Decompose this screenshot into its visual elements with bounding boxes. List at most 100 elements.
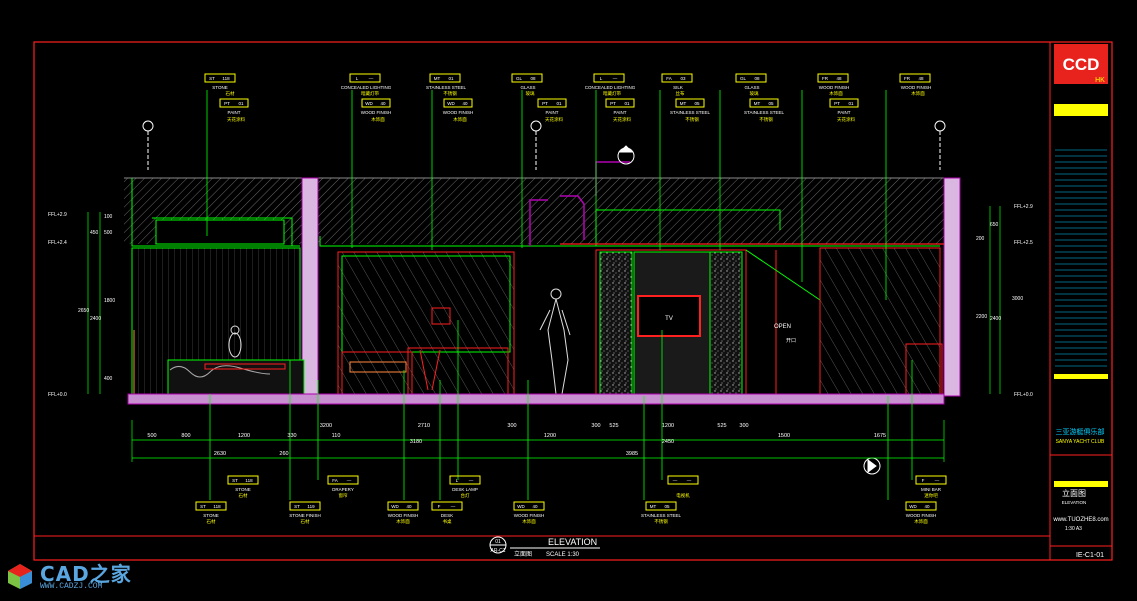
- dim: 260: [279, 451, 288, 457]
- annotation-text: —: [687, 478, 692, 483]
- annotation-text: DESK LAMP: [452, 487, 478, 492]
- tv-wall-right: [709, 251, 743, 395]
- bottom-tag-0: ST 118 STONE 石材 ST 118 STONE 石材: [195, 475, 259, 525]
- dim: 300: [507, 423, 516, 429]
- logo-text: CCD: [1063, 55, 1100, 74]
- annotation-text: 窗帘: [339, 492, 348, 499]
- annotation-text: 01: [556, 101, 562, 106]
- annotation-text: PAINT: [614, 110, 627, 115]
- bottom-leader-lines: [209, 320, 913, 500]
- annotation-text: 天花涂料: [613, 116, 631, 123]
- elevation-title: 01 AR-C1 ELEVATION 立面图 SCALE 1:30: [489, 536, 600, 558]
- annotation-text: STAINLESS STEEL: [670, 110, 710, 115]
- annotation-text: WOOD FINISH: [901, 85, 932, 90]
- annotation-text: WOOD FINISH: [361, 110, 392, 115]
- annotation-text: GLASS: [520, 85, 535, 90]
- annotation-text: GL: [516, 76, 523, 81]
- top-tag-8: FR 48 WOOD FINISH 木饰面: [899, 73, 932, 97]
- annotation-text: F: [922, 478, 925, 483]
- watermark-url: WWW.CADZJ.COM: [40, 582, 103, 591]
- dim: 525: [717, 423, 726, 429]
- annotation-text: MT: [680, 101, 687, 106]
- annotation-text: 石材: [207, 518, 216, 525]
- elevation-title-cn: 立面图: [514, 550, 532, 558]
- annotation-text: 40: [462, 101, 468, 106]
- logo-sub: HK: [1095, 77, 1105, 84]
- level-markers: FFL+2.9 FFL+2.4 FFL+0.0 FFL+2.9 FFL+2.5 …: [48, 204, 1033, 398]
- annotation-text: 119: [307, 504, 315, 509]
- bottom-tag-2: WD 40 WOOD FINISH 木饰面: [387, 501, 419, 525]
- annotation-text: 台灯: [461, 492, 470, 499]
- annotation-text: WD: [391, 504, 399, 509]
- annotation-text: ST: [200, 504, 206, 509]
- dim: 100: [104, 214, 113, 220]
- site-url: www.TUOZHE8.com: [1052, 517, 1108, 523]
- annotation-text: 木饰面: [522, 518, 536, 525]
- dim: 1200: [544, 433, 556, 439]
- annotation-text: 01: [448, 76, 454, 81]
- dim: 525: [609, 423, 618, 429]
- dim: 2650: [78, 308, 89, 314]
- annotation-text: 05: [694, 101, 700, 106]
- title-block: CCD HK 三亚游艇俱乐部 SANYA YACHT CLU: [1049, 41, 1113, 561]
- annotation-text: 03: [680, 76, 686, 81]
- annotation-text: 118: [245, 478, 253, 483]
- annotation-text: 石材: [301, 518, 310, 525]
- top-leader-lines: [206, 90, 887, 300]
- annotation-text: 木饰面: [829, 90, 843, 97]
- dim: 400: [104, 376, 113, 382]
- annotation-text: 电视机: [676, 492, 690, 499]
- dim: 1200: [662, 423, 674, 429]
- dim: 2400: [990, 316, 1001, 322]
- dims-left: 100 450 500 1800 2650 2400 400: [78, 214, 115, 382]
- top-tag-1: L — CONCEALED LIGHTING 暗藏灯带 WD 40 WOOD F…: [341, 73, 392, 123]
- annotation-text: STAINLESS STEEL: [641, 513, 681, 518]
- dim: 1500: [778, 433, 790, 439]
- grid-bubbles: [142, 120, 946, 170]
- annotation-text: 玻璃: [750, 90, 759, 97]
- annotation-text: CONCEALED LIGHTING: [585, 85, 636, 90]
- annotation-text: 不锈钢: [759, 116, 773, 123]
- watermark-text: CAD之家: [40, 562, 132, 586]
- level-left: FFL+0.0: [48, 392, 67, 398]
- annotation-text: WOOD FINISH: [906, 513, 937, 518]
- sheet-number: IE-C1-01: [1076, 552, 1104, 559]
- annotation-text: STONE: [235, 487, 250, 492]
- dims-right: 200 650 2200 3000 2400: [976, 222, 1023, 322]
- annotation-text: PT: [542, 101, 548, 106]
- annotation-text: —: [451, 504, 456, 509]
- annotation-text: 05: [768, 101, 774, 106]
- annotation-text: L: [356, 76, 359, 81]
- annotation-text: 48: [836, 76, 842, 81]
- open-label-cn: 开口: [786, 338, 796, 344]
- dim: 300: [591, 423, 600, 429]
- elevation-scale: SCALE 1:30: [546, 552, 580, 558]
- logo-box: [1054, 44, 1108, 84]
- annotation-text: SILK: [673, 85, 683, 90]
- project-en: SANYA YACHT CLUB: [1056, 439, 1105, 445]
- annotation-text: 玻璃: [526, 90, 535, 97]
- tv-frame: [637, 295, 701, 337]
- tv-wall-left: [599, 251, 633, 395]
- drawing-title-cn: 立面图: [1062, 488, 1086, 498]
- level-right: FFL+2.9: [1014, 204, 1033, 210]
- annotation-text: WOOD FINISH: [819, 85, 850, 90]
- top-tag-4: L — CONCEALED LIGHTING 暗藏灯带 PT 01 PAINT …: [585, 73, 636, 123]
- dim: 1800: [104, 298, 115, 304]
- annotation-text: 01: [495, 539, 501, 545]
- annotation-text: 48: [918, 76, 924, 81]
- annotation-text: MT: [650, 504, 657, 509]
- right-column: [943, 177, 961, 397]
- annotation-text: 40: [924, 504, 930, 509]
- annotation-text: 天花涂料: [227, 116, 245, 123]
- annotation-text: FR: [904, 76, 911, 81]
- dim: 500: [147, 433, 156, 439]
- scale-text: 1:30 A3: [1065, 526, 1082, 532]
- level-right: FFL+2.5: [1014, 240, 1033, 246]
- top-tag-5: FA 03 SILK 丝布 MT 05 STAINLESS STEEL 不锈钢: [661, 73, 710, 123]
- annotation-text: 天花涂料: [545, 116, 563, 123]
- annotation-text: STONE: [203, 513, 218, 518]
- annotation-text: 木饰面: [396, 518, 410, 525]
- dim: 1200: [238, 433, 250, 439]
- tv-label: TV: [665, 316, 673, 322]
